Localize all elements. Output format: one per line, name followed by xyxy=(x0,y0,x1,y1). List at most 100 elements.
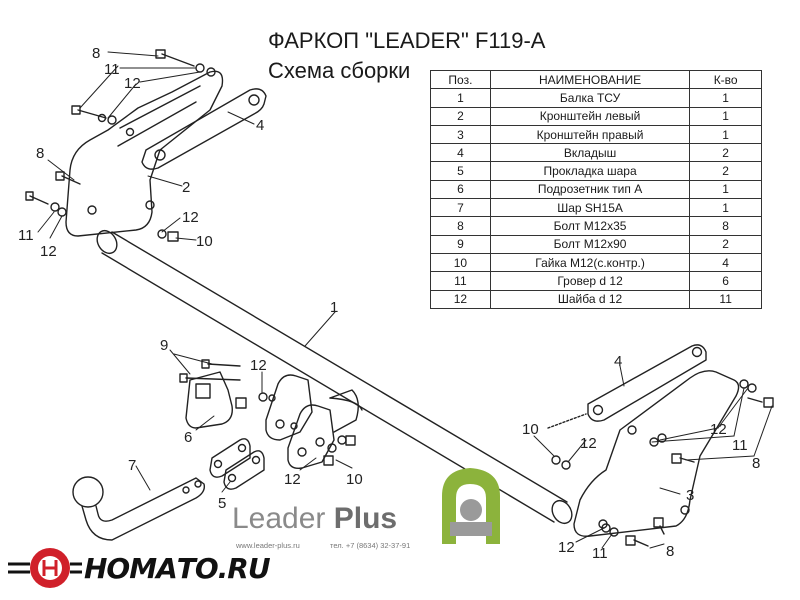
callout-11-d: 11 xyxy=(592,545,608,562)
callout-12-b: 12 xyxy=(182,209,199,226)
callout-12-g: 12 xyxy=(710,421,727,438)
cell-qty: 1 xyxy=(689,179,762,200)
page-subtitle: Схема сборки xyxy=(268,58,411,83)
cell-qty: 6 xyxy=(689,271,762,291)
brand-name: Leader Plus xyxy=(232,502,397,536)
cell-pos: 10 xyxy=(430,252,491,273)
callout-12-f: 12 xyxy=(580,435,597,452)
callout-leader-lines xyxy=(37,51,773,549)
callout-8-d: 8 xyxy=(666,543,674,560)
cell-qty: 1 xyxy=(689,88,762,108)
callout-6: 6 xyxy=(184,429,192,446)
cell-pos: 6 xyxy=(430,179,491,200)
callout-12-c: 12 xyxy=(40,243,57,260)
brand-name-light: Leader xyxy=(232,502,326,535)
callout-11-b: 11 xyxy=(18,227,34,244)
cell-pos: 1 xyxy=(430,88,491,108)
callout-10-a: 10 xyxy=(196,233,213,250)
callout-7: 7 xyxy=(128,457,136,474)
cell-name: Гровер d 12 xyxy=(489,271,691,291)
brand-name-bold: Plus xyxy=(333,502,398,535)
cell-name: Болт М12х90 xyxy=(489,234,691,254)
cell-qty: 2 xyxy=(689,161,762,181)
callout-12-h: 12 xyxy=(558,539,575,556)
cell-qty: 1 xyxy=(689,106,762,126)
cell-name: Кронштейн правый xyxy=(489,124,691,145)
callout-12-e: 12 xyxy=(284,471,301,488)
socket-plate-part-6 xyxy=(185,371,247,429)
callout-3: 3 xyxy=(686,487,694,504)
cell-name: Шар SH15A xyxy=(489,198,691,218)
cell-pos: 5 xyxy=(430,161,491,181)
cell-pos: 7 xyxy=(430,198,491,218)
cell-pos: 9 xyxy=(430,234,491,254)
cell-qty: 4 xyxy=(689,252,762,273)
cell-qty: 2 xyxy=(689,143,762,163)
page-title: ФАРКОП "LEADER" F119-A xyxy=(268,28,546,53)
right-bracket-part-3 xyxy=(573,370,740,537)
callout-10-b: 10 xyxy=(346,471,363,488)
watermark-text: НОМАТО.RU xyxy=(84,552,271,585)
callout-1: 1 xyxy=(330,299,338,316)
brand-phone: тел. +7 (8634) 32-37-91 xyxy=(330,541,411,550)
table-header-row: Поз. НАИМЕНОВАНИЕ К-во xyxy=(430,69,762,90)
callout-4-a: 4 xyxy=(256,117,264,134)
cell-qty: 1 xyxy=(689,198,762,218)
column-header-qty: К-во xyxy=(689,69,762,90)
cell-name: Кронштейн левый xyxy=(489,106,691,126)
callout-9: 9 xyxy=(160,337,168,354)
callout-numbers: 8 11 12 4 8 2 12 10 11 12 1 9 12 6 7 12 … xyxy=(18,45,760,562)
brand-website: www.leader-plus.ru xyxy=(236,541,300,550)
callout-8-a: 8 xyxy=(92,45,100,62)
cell-pos: 3 xyxy=(430,124,491,145)
callout-12-d: 12 xyxy=(250,357,267,374)
left-bracket-part-2 xyxy=(65,70,224,237)
cell-pos: 2 xyxy=(430,106,491,126)
cell-name: Прокладка шара xyxy=(489,161,691,181)
cell-qty: 11 xyxy=(689,289,762,309)
column-header-pos: Поз. xyxy=(430,69,491,90)
insert-plate-right-part-4 xyxy=(547,344,707,429)
cell-pos: 4 xyxy=(430,143,491,163)
ball-spacers-part-5 xyxy=(209,438,265,490)
cell-pos: 8 xyxy=(430,216,491,236)
callout-12-a: 12 xyxy=(124,75,141,92)
cell-name: Гайка М12(с.контр.) xyxy=(489,252,691,273)
cell-name: Балка ТСУ xyxy=(489,88,691,108)
tow-ball-part-7 xyxy=(72,476,206,541)
callout-2: 2 xyxy=(182,179,190,196)
callout-8-b: 8 xyxy=(36,145,44,162)
callout-10-c: 10 xyxy=(522,421,539,438)
right-bolts xyxy=(551,379,774,547)
cell-qty: 8 xyxy=(689,216,762,236)
callout-5: 5 xyxy=(218,495,226,512)
left-bolts xyxy=(25,49,216,242)
leader-plus-logo-icon xyxy=(442,468,500,544)
insert-plate-top-part-4 xyxy=(141,88,267,170)
cell-pos: 11 xyxy=(430,271,491,291)
callout-11-a: 11 xyxy=(104,61,120,78)
cell-qty: 1 xyxy=(689,124,762,145)
callout-11-c: 11 xyxy=(732,437,748,454)
cell-name: Вкладыш xyxy=(489,143,691,163)
center-mount-plates xyxy=(265,374,359,470)
cell-name: Подрозетник тип А xyxy=(489,179,691,200)
long-bolts-part-9 xyxy=(179,359,268,402)
callout-4-b: 4 xyxy=(614,353,622,370)
callout-8-c: 8 xyxy=(752,455,760,472)
cell-pos: 12 xyxy=(430,289,491,309)
cell-name: Шайба d 12 xyxy=(489,289,691,309)
